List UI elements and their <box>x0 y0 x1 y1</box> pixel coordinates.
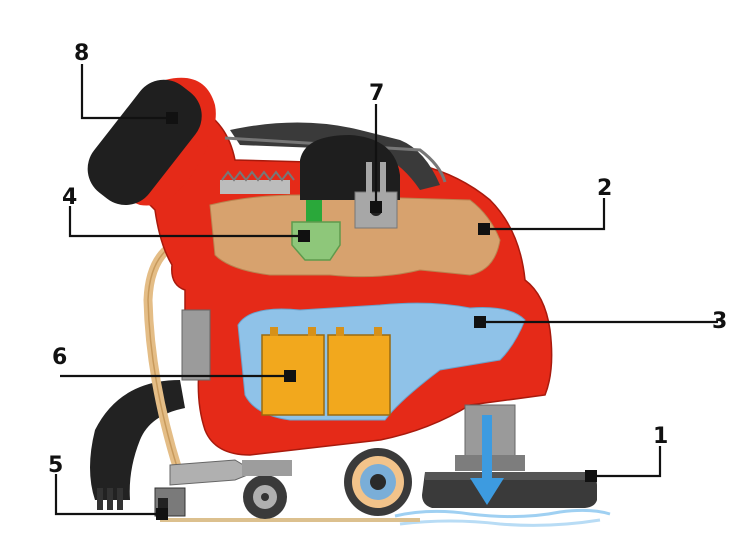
callout-label-3: 3 <box>712 309 727 334</box>
floor-water <box>160 508 611 527</box>
callout-label-8: 8 <box>74 41 89 66</box>
callout-label-7: 7 <box>369 81 384 106</box>
control-handle <box>87 77 216 206</box>
main-wheel <box>344 448 412 516</box>
callout-label-5: 5 <box>48 453 63 478</box>
callout-label-4: 4 <box>62 185 77 210</box>
handle-grip <box>87 79 202 206</box>
callout-5: 5 <box>48 453 168 520</box>
brush-deck <box>422 404 597 508</box>
callout-label-1: 1 <box>653 424 668 449</box>
callout-1: 1 <box>585 424 668 482</box>
swivel-wheel <box>242 460 292 519</box>
callout-8: 8 <box>74 41 178 124</box>
water-flow-arrow-icon <box>470 415 504 505</box>
callout-7: 7 <box>369 81 384 213</box>
callout-label-2: 2 <box>597 176 612 201</box>
callout-6: 6 <box>52 345 296 382</box>
callout-3: 3 <box>474 309 727 334</box>
recovery-lid <box>230 122 440 190</box>
debris-tray-icon <box>220 170 295 194</box>
rear-caster <box>154 459 257 517</box>
callout-4: 4 <box>62 185 310 242</box>
callout-label-6: 6 <box>52 345 67 370</box>
recovery-tank <box>209 194 501 278</box>
callout-2: 2 <box>478 176 612 235</box>
squeegee-blades-icon <box>97 488 123 510</box>
side-panel <box>181 309 211 381</box>
